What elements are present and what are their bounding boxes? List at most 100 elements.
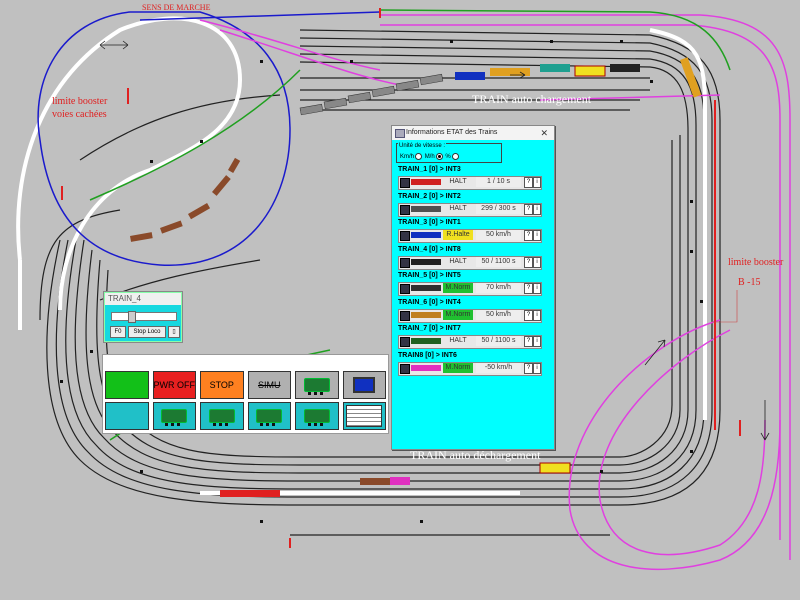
locomotive-signal-button[interactable] (295, 402, 339, 430)
locomotive-button[interactable] (152, 402, 196, 430)
row2-button-0[interactable] (105, 402, 149, 430)
train-state: R.Halte (443, 230, 473, 240)
train-state: HALT (443, 203, 473, 214)
help-button[interactable]: ? (524, 203, 533, 215)
locomotive-signal-icon (303, 409, 330, 426)
locomotive-button[interactable] (295, 371, 339, 399)
help-button[interactable]: ? (524, 177, 533, 188)
help-button[interactable]: ? (524, 336, 533, 347)
locomotive-icon (400, 284, 410, 294)
control-panel: PWR OFF STOP SIMU (102, 354, 389, 434)
info-button[interactable]: i (533, 177, 541, 188)
info-button[interactable]: i (533, 283, 541, 294)
train-state: M.Norm (443, 309, 473, 320)
speed-option-label: Km/h (400, 154, 415, 161)
locomotive-icon (400, 310, 410, 321)
locomotive-icon (400, 204, 410, 215)
speed-unit-group: Unité de vitesse : Km/h M/h % (396, 143, 502, 163)
table-button[interactable] (342, 402, 386, 430)
direction-toggle[interactable]: ▯ (168, 326, 180, 338)
train-name: TRAIN_2 [0] > INT2 (398, 192, 461, 200)
train-graphic (411, 258, 441, 265)
speed-option-radio[interactable] (415, 153, 423, 160)
pwr-off-button[interactable]: PWR OFF (152, 371, 196, 399)
train-value: -50 km/h (476, 362, 521, 373)
train4-control-window[interactable]: TRAIN_4 F0 Stop Loco ▯ (104, 292, 182, 342)
booster-limit-label-right: limite booster (728, 257, 784, 268)
train-graphic (411, 232, 441, 238)
train-name: TRAIN_5 [0] > INT5 (398, 272, 461, 279)
locomotive-icon (400, 178, 410, 188)
close-icon[interactable]: ✕ (540, 128, 548, 138)
help-button[interactable]: ? (524, 230, 533, 241)
help-button[interactable]: ? (524, 309, 533, 321)
locomotive-icon (400, 337, 410, 347)
speed-option-label: M/h (424, 154, 435, 161)
stop-button[interactable]: STOP (200, 371, 244, 399)
train-state: M.Norm (443, 362, 473, 373)
info-button[interactable]: i (533, 336, 541, 347)
train-name: TRAIN_4 [0] > INT8 (398, 245, 461, 253)
train-name: TRAIN_6 [0] > INT4 (398, 298, 461, 306)
info-button[interactable]: i (533, 230, 541, 241)
locomotive-icon (400, 257, 410, 268)
speed-slider-thumb[interactable] (128, 311, 136, 323)
info-window-title: Informations ETAT des Trains (406, 129, 498, 136)
window-icon (395, 129, 405, 138)
train-value: 299 / 300 s (476, 203, 521, 214)
train-state: HALT (443, 256, 473, 267)
info-button[interactable]: i (533, 362, 541, 374)
train-info-window[interactable]: Informations ETAT des Trains ✕ Unité de … (391, 125, 555, 450)
info-button[interactable]: i (533, 203, 541, 215)
locomotive-icon (161, 409, 188, 426)
train-value: 50 km/h (476, 230, 521, 240)
f0-button[interactable]: F0 (110, 326, 126, 338)
row1-button-0[interactable] (105, 371, 149, 399)
direction-label: SENS DE MARCHE (142, 3, 211, 12)
train-graphic (411, 364, 441, 371)
info-button[interactable]: i (533, 256, 541, 268)
train-name: TRAIN_3 [0] > INT1 (398, 219, 461, 226)
locomotive-arrow-button[interactable] (200, 402, 244, 430)
train-auto-loading-label: TRAIN auto chargement (472, 92, 592, 106)
locomotive-cross-button[interactable] (247, 402, 291, 430)
simu-button-label: SIMU (258, 380, 281, 390)
train-value: 1 / 10 s (476, 177, 521, 187)
locomotive-arrow-icon (208, 409, 235, 426)
train-graphic (411, 205, 441, 212)
train-state: M.Norm (443, 283, 473, 293)
table-icon (346, 405, 383, 427)
info-button[interactable]: i (533, 309, 541, 321)
locomotive-cross-icon (256, 409, 283, 426)
train-value: 50 / 1100 s (476, 336, 521, 346)
train-name: TRAIN8 [0] > INT6 (398, 351, 457, 359)
speed-option-label: % (445, 154, 451, 161)
help-button[interactable]: ? (524, 362, 533, 374)
train-graphic (411, 285, 441, 291)
monitor-icon (353, 377, 376, 393)
train-value: 50 km/h (476, 309, 521, 320)
simu-button[interactable]: SIMU (247, 371, 291, 399)
speed-option-radio[interactable] (435, 153, 443, 160)
train-graphic (411, 338, 441, 344)
stop-loco-button[interactable]: Stop Loco (128, 326, 166, 338)
pwr-off-button-label: PWR OFF (153, 380, 196, 390)
speed-option-radio[interactable] (451, 153, 459, 160)
speed-slider[interactable] (111, 311, 177, 323)
booster-limit-label: limite booster (52, 96, 108, 107)
monitor-button[interactable] (342, 371, 386, 399)
help-button[interactable]: ? (524, 283, 533, 294)
help-button[interactable]: ? (524, 256, 533, 268)
locomotive-icon (400, 363, 410, 374)
